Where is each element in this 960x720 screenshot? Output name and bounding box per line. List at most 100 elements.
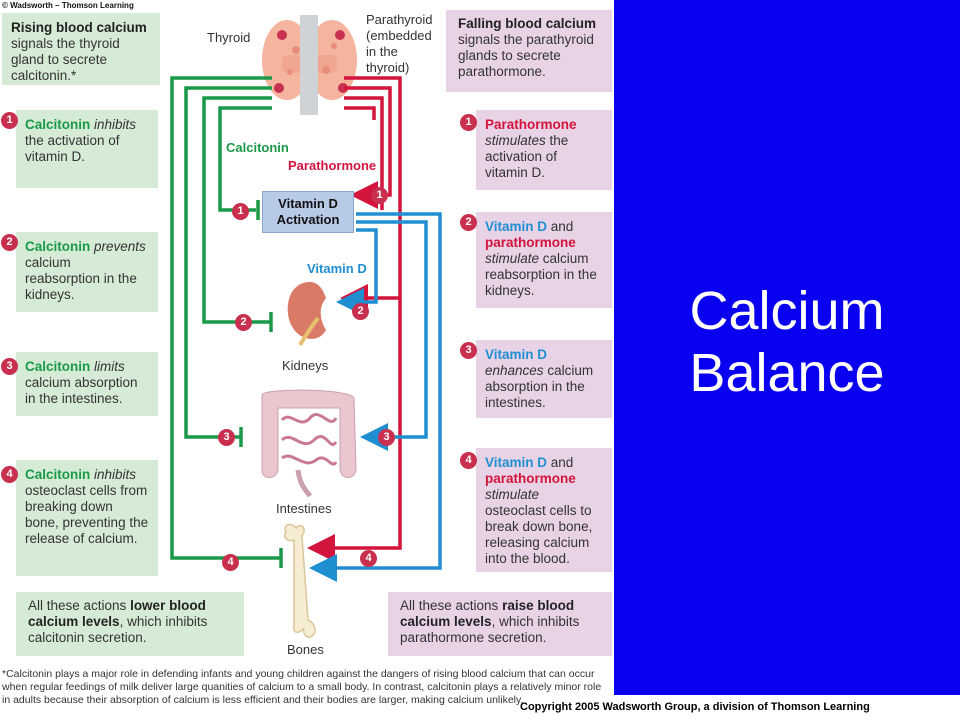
slide-title-line-2: Balance [689,343,885,403]
diagram-green-badge-1: 1 [232,203,249,220]
slide-title-line-1: Calcium [689,281,885,341]
parathyroid-label-line-2: (embedded [366,28,432,43]
right-step-3-text: Vitamin D enhances calcium absorption in… [485,347,603,411]
vitamin-d-label: Vitamin D [307,261,367,276]
rising-calcium-text: signals the thyroid gland to secrete cal… [11,36,120,83]
left-summary-bold: lower blood calcium levels [28,598,206,629]
diagram-green-badge-3: 3 [218,429,235,446]
left-badge-4: 4 [1,466,18,483]
falling-calcium-heading: Falling blood calcium [458,16,597,31]
right-badge-3: 3 [460,342,477,359]
parathyroid-label-line-4: thyroid) [366,60,410,75]
step-text-segment: and [547,219,574,234]
right-badge-4: 4 [460,452,477,469]
step-text-segment: prevents [90,239,146,254]
kidney-icon [287,282,326,347]
vitamin-d-activation-line-2: Activation [276,212,340,227]
calcitonin-label: Calcitonin [226,140,289,155]
intestines-label: Intestines [276,501,332,516]
parathyroid-label: Parathyroid (embedded in the thyroid) [366,12,432,76]
left-step-4-box: Calcitonin inhibits osteoclast cells fro… [16,460,158,576]
footnote: *Calcitonin plays a major role in defend… [2,668,602,706]
right-badge-2: 2 [460,214,477,231]
right-summary-box: All these actions raise blood calcium le… [388,592,612,656]
right-step-3-box: Vitamin D enhances calcium absorption in… [476,340,612,418]
left-badge-2: 2 [1,234,18,251]
diagram-red-badge-3: 3 [378,429,395,446]
diagram-green-badge-4: 4 [222,554,239,571]
step-text-segment: Calcitonin [25,239,91,254]
left-step-2-text: Calcitonin prevents calcium reabsorption… [25,239,149,303]
thyroid-label: Thyroid [207,30,251,45]
right-step-1-box: Parathormone stimulates the activation o… [476,110,612,190]
left-badge-3: 3 [1,358,18,375]
slide-title: Calcium Balance [614,280,960,404]
step-text-segment: parathormone [485,471,576,486]
step-text-segment: Calcitonin [25,467,91,482]
diagram-red-badge-4: 4 [360,550,377,567]
left-step-4-text: Calcitonin inhibits osteoclast cells fro… [25,467,149,547]
parathyroid-label-line-1: Parathyroid [366,12,433,27]
step-text-segment: Parathormone [485,117,577,132]
right-summary-pre: All these actions [400,598,503,613]
step-text-segment: Vitamin D [485,219,548,234]
copyright-notice: Copyright 2005 Wadsworth Group, a divisi… [520,701,870,713]
left-step-2-box: Calcitonin prevents calcium reabsorption… [16,232,158,312]
step-text-segment: and [547,455,574,470]
step-text-segment: inhibits [90,467,137,482]
right-badge-1: 1 [460,114,477,131]
rising-calcium-heading: Rising blood calcium [11,20,147,35]
bone-icon [283,523,316,639]
step-text-segment: calcium reabsorption in the kidneys. [485,251,597,298]
step-text-segment: enhances [485,363,544,378]
right-step-4-text: Vitamin D and parathormone stimulate ost… [485,455,603,567]
left-step-1-text: Calcitonin inhibits the activation of vi… [25,117,149,165]
step-text-segment: Vitamin D [485,455,548,470]
kidneys-label: Kidneys [282,358,329,373]
right-summary-bold: raise blood calcium levels [400,598,575,629]
right-step-1-text: Parathormone stimulates the activation o… [485,117,603,181]
left-step-3-box: Calcitonin limits calcium absorption in … [16,352,158,416]
parathyroid-label-line-3: in the [366,44,398,59]
step-text-segment: calcium absorption in the intestines. [25,375,138,406]
intestines-icon [261,389,357,498]
right-step-4-box: Vitamin D and parathormone stimulate ost… [476,448,612,572]
calcium-pathway-diagram [170,15,442,639]
vitamin-d-activation-box: Vitamin D Activation [262,191,354,233]
step-text-segment: Calcitonin [25,359,91,374]
bones-label: Bones [287,642,324,657]
right-step-2-text: Vitamin D and parathormone stimulate cal… [485,219,603,299]
step-text-segment: Vitamin D [485,347,548,362]
rising-calcium-box: Rising blood calcium signals the thyroid… [2,13,160,85]
diagram-red-badge-2: 2 [352,303,369,320]
falling-calcium-text: signals the parathyroid glands to secret… [458,32,594,79]
publisher-label: © Wadsworth – Thomson Learning [2,1,134,10]
parathormone-label: Parathormone [288,158,377,173]
left-badge-1: 1 [1,112,18,129]
falling-calcium-box: Falling blood calcium signals the parath… [446,10,612,92]
step-text-segment: stimulate [485,487,540,502]
step-text-segment: osteoclast cells to break down bone, rel… [485,503,593,566]
step-text-segment: the activation of vitamin D. [485,133,569,180]
diagram-green-badge-2: 2 [235,314,252,331]
step-text-segment: calcium reabsorption in the kidneys. [25,255,137,302]
right-summary-post: , which inhibits parathormone secretion. [400,614,580,645]
step-text-segment: parathormone [485,235,576,250]
step-text-segment: calcium absorption in the intestines. [485,363,594,410]
left-step-1-box: Calcitonin inhibits the activation of vi… [16,110,158,188]
vitamin-d-activation-line-1: Vitamin D [278,196,338,211]
step-text-segment: limits [90,359,125,374]
left-summary-post: , which inhibits calcitonin secretion. [28,614,208,645]
left-step-3-text: Calcitonin limits calcium absorption in … [25,359,149,407]
diagram-red-badge-1: 1 [371,187,388,204]
step-text-segment: stimulate [485,251,540,266]
step-text-segment: Calcitonin [25,117,91,132]
title-panel [614,0,960,695]
left-summary-box: All these actions lower blood calcium le… [16,592,244,656]
step-text-segment: osteoclast cells from breaking down bone… [25,483,149,546]
thyroid-icon [262,15,357,115]
step-text-segment: the activation of vitamin D. [25,133,120,164]
left-summary-pre: All these actions [28,598,131,613]
step-text-segment: inhibits [90,117,137,132]
